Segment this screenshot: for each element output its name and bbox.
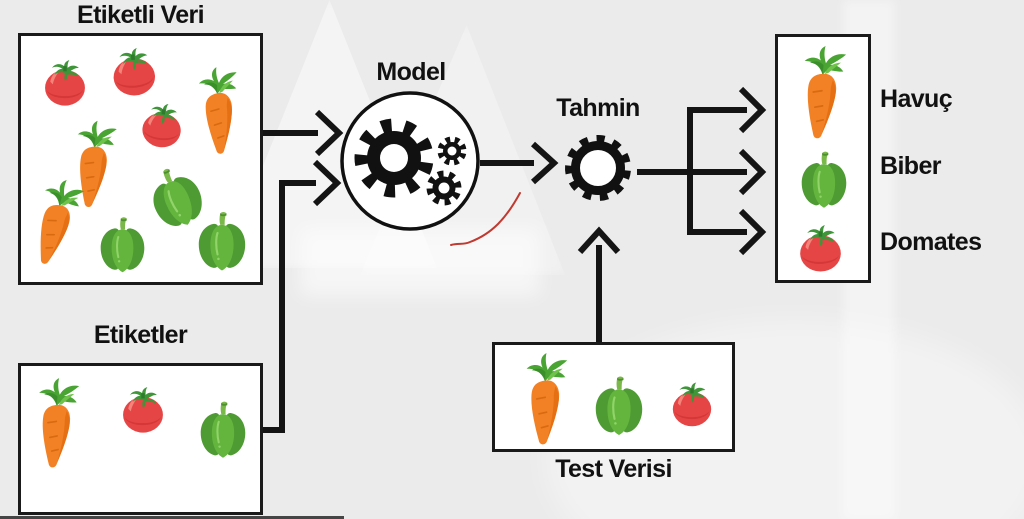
test-data-title: Test Verisi xyxy=(555,455,672,483)
carrot-icon xyxy=(21,174,89,276)
pepper-icon xyxy=(199,399,247,460)
carrot-icon xyxy=(793,43,850,147)
model-circle xyxy=(340,91,480,231)
red-squiggle-annotation xyxy=(450,192,521,246)
arrow-labels-to-model xyxy=(263,180,316,433)
arrowhead-prediction-out-top xyxy=(738,86,767,134)
tomato-icon xyxy=(135,101,190,152)
output-label-havuc: Havuç xyxy=(880,85,953,113)
tomato-icon xyxy=(117,387,169,434)
arrowhead-labels-to-model xyxy=(312,159,342,207)
carrot-icon xyxy=(518,352,571,451)
gear-ring-icon xyxy=(565,135,631,201)
model-node xyxy=(340,91,480,231)
labeled-data-box xyxy=(18,33,263,285)
arrowhead-prediction-out-middle xyxy=(738,148,767,196)
arrowhead-model-to-prediction xyxy=(530,141,559,185)
tomato-icon xyxy=(667,382,717,428)
output-label-domates: Domates xyxy=(880,228,982,256)
gears-icon xyxy=(354,118,467,206)
pepper-icon xyxy=(594,374,644,437)
pepper-icon xyxy=(800,149,848,210)
labeled-data-title: Etiketli Veri xyxy=(77,1,205,29)
carrot-icon xyxy=(29,376,83,475)
labels-box xyxy=(18,363,263,515)
output-label-biber: Biber xyxy=(880,152,942,180)
model-title: Model xyxy=(376,58,446,86)
test-data-box xyxy=(492,342,735,452)
arrowhead-prediction-out-bottom xyxy=(738,208,767,256)
tomato-icon xyxy=(105,46,162,99)
prediction-title: Tahmin xyxy=(556,94,640,122)
prediction-output-box xyxy=(775,34,871,283)
arrowhead-test-data-to-prediction xyxy=(577,226,621,255)
labels-title: Etiketler xyxy=(93,321,188,349)
tomato-icon xyxy=(794,225,847,273)
pepper-icon xyxy=(197,209,247,273)
tomato-icon xyxy=(39,60,91,107)
arrowhead-labeled-data-to-model xyxy=(314,109,344,157)
carrot-icon xyxy=(195,63,242,162)
pepper-icon xyxy=(99,213,146,276)
